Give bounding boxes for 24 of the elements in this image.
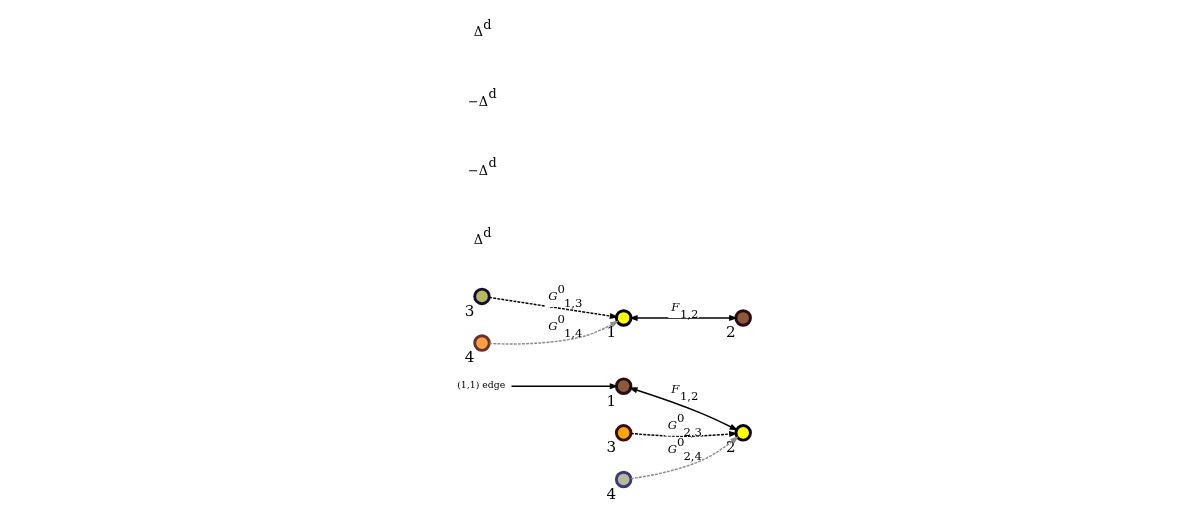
node-label: 4 bbox=[606, 484, 617, 503]
arrow bbox=[510, 382, 619, 389]
node-circle bbox=[473, 333, 491, 352]
node-label: 4 bbox=[464, 347, 475, 366]
node-label: 3 bbox=[606, 437, 617, 456]
node-label: 2 bbox=[725, 322, 736, 341]
arrow bbox=[628, 314, 738, 321]
arrow bbox=[630, 435, 739, 479]
arrow bbox=[628, 386, 739, 431]
arrow bbox=[488, 296, 619, 319]
node-text: (1,1) edge bbox=[457, 378, 506, 390]
node-label: 2 bbox=[725, 437, 736, 456]
arrow bbox=[630, 430, 738, 437]
node-circle bbox=[614, 423, 633, 442]
node-circle bbox=[614, 376, 633, 395]
node-label: 1 bbox=[606, 391, 617, 410]
node-circle bbox=[473, 287, 491, 305]
node-label: 3 bbox=[464, 301, 475, 320]
node-circle bbox=[614, 308, 633, 327]
arrow bbox=[488, 320, 619, 345]
node-label: 1 bbox=[606, 322, 617, 341]
node-circle bbox=[734, 423, 752, 442]
node-circle bbox=[734, 308, 752, 327]
node-circle bbox=[614, 470, 633, 488]
